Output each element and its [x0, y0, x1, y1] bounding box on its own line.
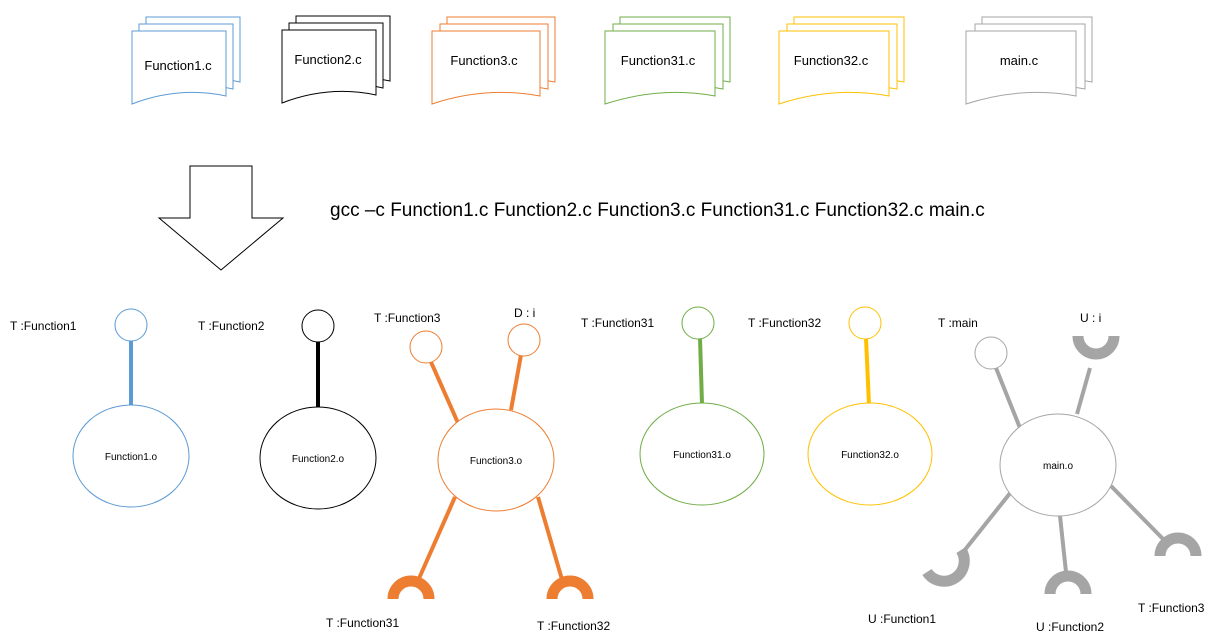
object-function32: Function32.o T :Function32 [748, 306, 933, 506]
provided-symbol-socket [409, 330, 443, 364]
symbol-label: T :Function32 [748, 316, 821, 330]
symbol-label: T :Function2 [198, 319, 265, 333]
source-file-label: Function32.c [794, 53, 869, 68]
source-file-function3: Function3.c [431, 16, 556, 105]
source-file-main: main.c [965, 16, 1093, 105]
symbol-label: U : i [1080, 311, 1101, 325]
required-symbol-plug [1072, 335, 1120, 360]
object-function31: Function31.o T :Function31 [581, 306, 765, 506]
object-file-node [999, 413, 1117, 517]
symbol-label: T :Function32 [537, 619, 610, 633]
source-file-label: Function31.c [621, 53, 696, 68]
object-file-label: Function1.o [105, 452, 158, 463]
object-file-node [639, 402, 765, 506]
object-function1: Function1.o T :Function1 [10, 308, 190, 508]
symbol-label: D : i [514, 306, 535, 320]
symbol-label: T :Function3 [1138, 601, 1205, 615]
object-file-label: main.o [1043, 461, 1073, 472]
source-file-label: Function3.c [450, 53, 518, 68]
source-file-function31: Function31.c [604, 16, 731, 105]
symbol-label: T :Function3 [374, 311, 441, 325]
symbol-label: T :Function31 [326, 616, 399, 630]
object-file-node [259, 406, 377, 510]
source-file-function2: Function2.c [281, 15, 391, 104]
source-file-function1: Function1.c [131, 16, 241, 105]
source-file-label: Function1.c [144, 58, 212, 73]
symbol-label: T :Function31 [581, 316, 654, 330]
required-symbol-plug [922, 547, 970, 587]
required-symbol-plug [1154, 532, 1202, 557]
provided-symbol-socket [848, 306, 882, 340]
symbol-label: T :Function1 [10, 319, 77, 333]
provided-symbol-socket [114, 308, 148, 342]
object-file-label: Function2.o [292, 454, 345, 465]
provided-symbol-socket [507, 323, 541, 357]
provided-symbol-socket [301, 309, 335, 343]
object-file-label: Function3.o [470, 456, 523, 467]
object-file-label: Function31.o [673, 450, 731, 461]
source-file-label: Function2.c [294, 52, 362, 67]
provided-symbol-socket [681, 306, 715, 340]
source-file-function32: Function32.c [778, 16, 905, 105]
object-main: main.o T :main U : i U :Function1 U :Fun… [868, 311, 1205, 634]
symbol-label: U :Function1 [868, 612, 936, 626]
required-symbol-plug [1044, 570, 1092, 595]
down-arrow-icon [157, 165, 285, 271]
provided-symbol-socket [974, 336, 1008, 370]
object-function3: Function3.o T :Function3 D : i T :Functi… [326, 306, 610, 633]
object-function2: Function2.o T :Function2 [198, 309, 377, 510]
compile-command: gcc –c Function1.c Function2.c Function3… [330, 200, 985, 221]
source-file-label: main.c [1000, 53, 1039, 68]
required-symbol-plug [546, 575, 594, 600]
object-file-label: Function32.o [841, 450, 899, 461]
required-symbol-plug [387, 575, 435, 600]
symbol-label: U :Function2 [1036, 620, 1104, 634]
object-file-node [807, 402, 933, 506]
object-file-node [437, 408, 555, 512]
symbol-label: T :main [938, 316, 978, 330]
object-file-node [72, 404, 190, 508]
